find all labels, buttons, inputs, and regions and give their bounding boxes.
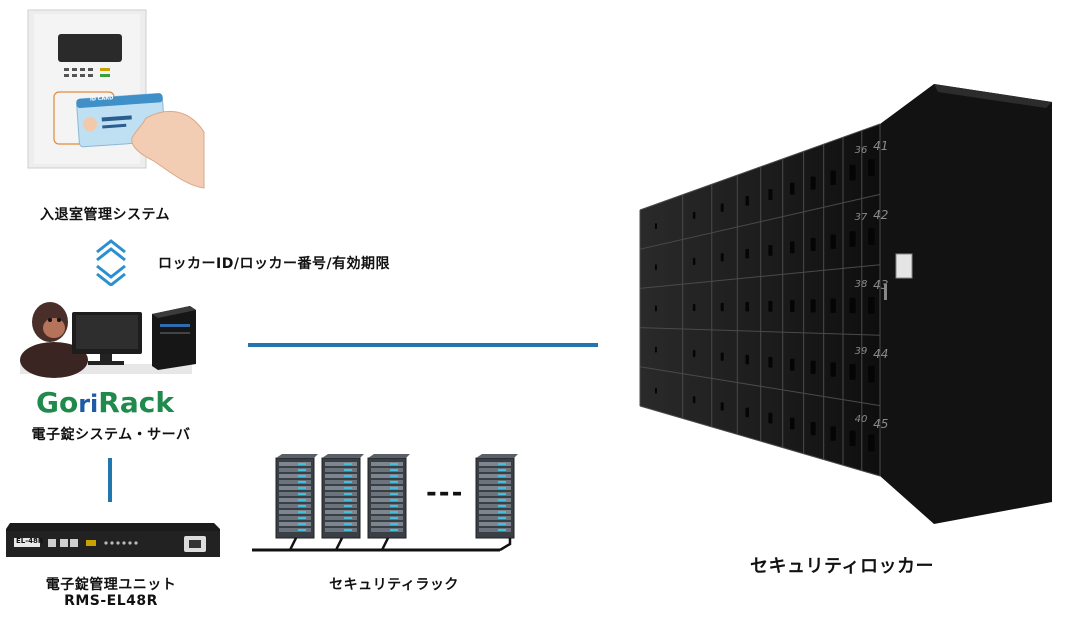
- locker-number: 43: [873, 277, 889, 292]
- connector-server-unit: [108, 458, 112, 502]
- label-access-control: 入退室管理システム: [39, 207, 171, 223]
- label-exchange-info: ロッカーID/ロッカー番号/有効期限: [158, 256, 391, 272]
- security-racks: ---: [248, 452, 528, 560]
- server-rack-icon: [475, 454, 518, 539]
- gorilla-icon: [20, 302, 88, 378]
- locker-number: 42: [873, 208, 889, 223]
- locker-number: 40: [854, 413, 868, 425]
- label-rack: セキュリティラック: [329, 577, 459, 593]
- locker-number: 37: [854, 212, 868, 224]
- access-control-panel: ID CARD: [27, 9, 205, 189]
- locker-number: 36: [854, 145, 868, 157]
- rack-gap-dashes: ---: [426, 478, 465, 508]
- bidirectional-arrows-icon: [94, 238, 128, 290]
- label-locker: セキュリティロッカー: [750, 556, 934, 577]
- server-rack-icon: [321, 454, 364, 539]
- server-rack-icon: [367, 454, 410, 539]
- locker-number: 44: [873, 347, 889, 362]
- server-tower-icon: [152, 306, 196, 370]
- locker-number: 39: [854, 346, 868, 358]
- locker-number: 41: [873, 138, 889, 153]
- logo-ri: ri: [78, 390, 99, 418]
- logo-go: Go: [36, 386, 79, 419]
- logo-rack: Rack: [98, 386, 174, 419]
- security-locker: 41 42 43 44 45 36 37 38 39 40: [636, 84, 1056, 528]
- label-unit-name: 電子錠管理ユニット: [45, 577, 177, 593]
- monitor-icon: [72, 312, 142, 365]
- server-station: [14, 296, 214, 384]
- server-rack-icon: [275, 454, 318, 539]
- electronic-lock-unit: EL-48R: [4, 519, 222, 567]
- unit-badge: EL-48R: [16, 537, 44, 545]
- label-unit-model: RMS-EL48R: [64, 593, 158, 609]
- connector-server-locker: [248, 343, 598, 347]
- locker-number: 45: [873, 416, 889, 431]
- gorirack-logo: GoriRack: [36, 387, 174, 420]
- locker-number: 38: [854, 279, 868, 291]
- label-server: 電子錠システム・サーバ: [31, 427, 191, 443]
